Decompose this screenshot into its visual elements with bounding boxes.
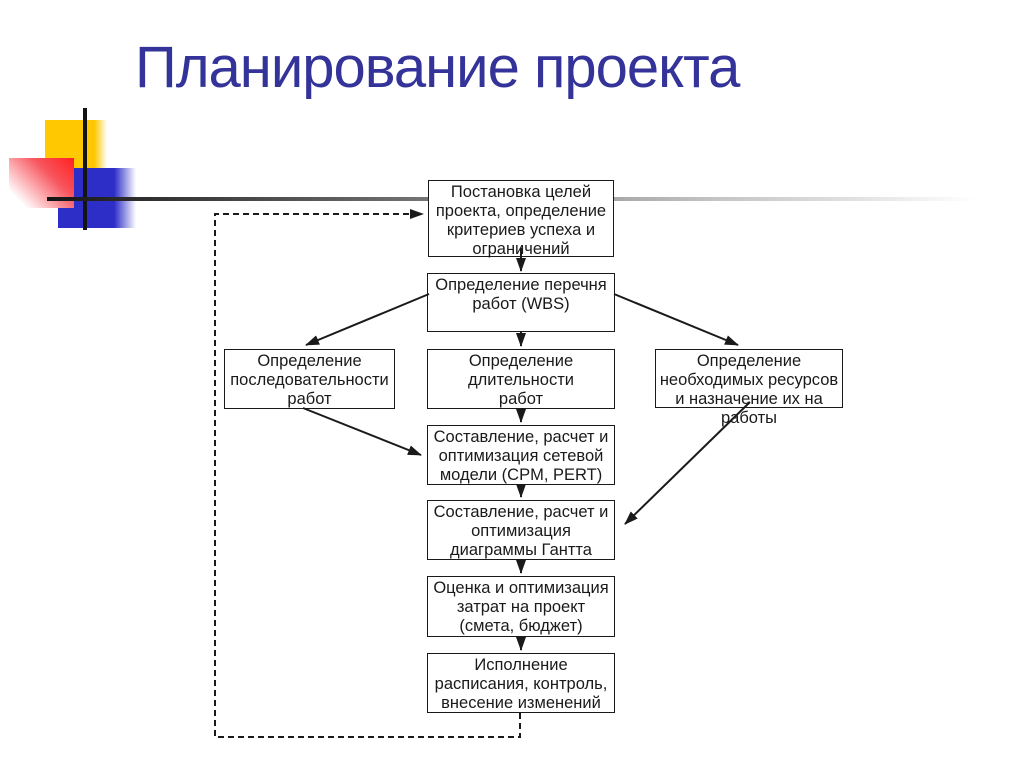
flow-box-duration: Определение длительности работ <box>427 349 615 409</box>
flow-box-network: Составление, расчет и оптимизация сетево… <box>427 425 615 485</box>
flow-box-goals: Постановка целей проекта, определение кр… <box>428 180 614 258</box>
flow-box-execution: Исполнение расписания, контроль, внесени… <box>427 653 615 713</box>
arrow-wbs-to-resources <box>613 293 739 346</box>
flow-box-gantt: Составление, расчет и оптимизация диагра… <box>427 500 615 560</box>
arrow-sequence-to-network <box>302 407 422 456</box>
flow-box-cost: Оценка и оптимизация затрат на проект (с… <box>427 576 615 637</box>
flow-box-resources: Определение необходимых ресурсов и назна… <box>655 349 843 427</box>
arrow-wbs-to-sequence <box>305 293 430 346</box>
slide-title: Планирование проекта <box>135 35 740 100</box>
decor-vertical-line <box>83 108 87 230</box>
flow-box-wbs: Определение перечня работ (WBS) <box>427 273 615 332</box>
flow-box-sequence: Определение последовательности работ <box>224 349 395 409</box>
